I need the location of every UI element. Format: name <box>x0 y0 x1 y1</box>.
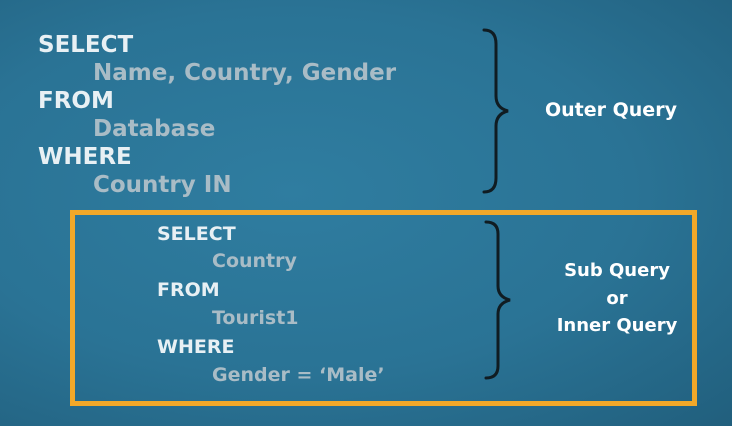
outer-query-label: Outer Query <box>545 99 677 121</box>
inner-where-keyword: WHERE <box>157 336 235 358</box>
inner-brace-icon <box>484 220 511 380</box>
inner-from-table: Tourist1 <box>212 307 299 329</box>
inner-query-label-line2: or <box>606 288 628 309</box>
inner-from-keyword: FROM <box>157 279 220 301</box>
outer-from-table: Database <box>93 116 216 142</box>
outer-brace-icon <box>482 28 509 194</box>
inner-query-highlight-box <box>70 210 697 406</box>
outer-from-keyword: FROM <box>38 88 114 114</box>
outer-select-keyword: SELECT <box>38 32 134 58</box>
inner-query-label-line3: Inner Query <box>556 315 678 336</box>
outer-select-columns: Name, Country, Gender <box>93 60 397 86</box>
inner-select-keyword: SELECT <box>157 223 236 245</box>
inner-where-clause: Gender = ‘Male’ <box>212 364 385 386</box>
outer-where-keyword: WHERE <box>38 144 132 170</box>
inner-query-label-line1: Sub Query <box>564 260 670 281</box>
outer-where-clause: Country IN <box>93 172 232 198</box>
inner-select-columns: Country <box>212 250 297 272</box>
